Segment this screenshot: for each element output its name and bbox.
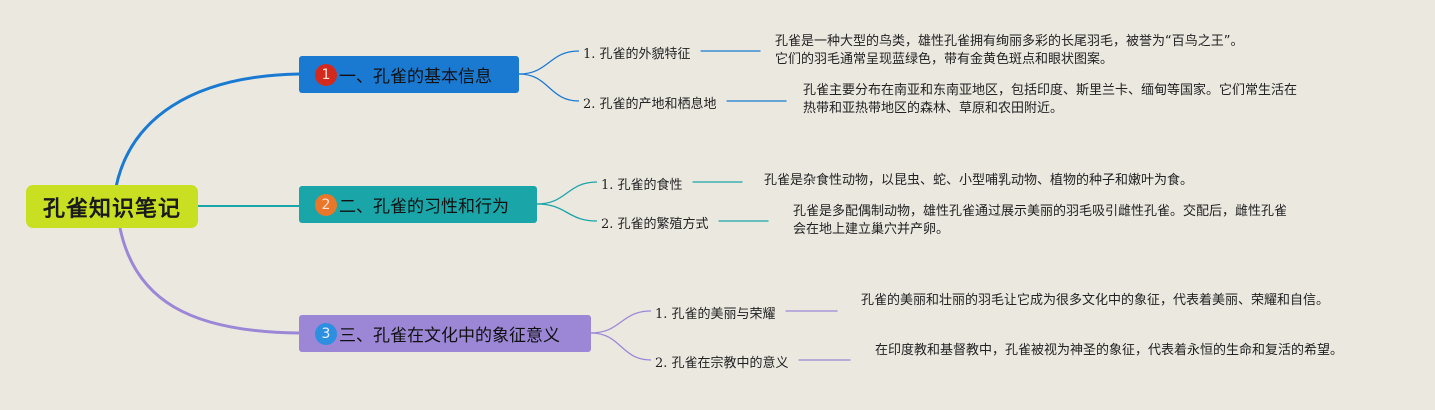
- topic-number-badge: 1: [315, 63, 337, 86]
- connector-topic-subtopic: [590, 310, 652, 334]
- subtopic-religion[interactable]: 2. 孔雀在宗教中的意义: [655, 356, 789, 371]
- subtopic-diet[interactable]: 1. 孔雀的食性: [601, 178, 683, 193]
- topic-label: 二、孔雀的习性和行为: [339, 197, 509, 217]
- description-religion: 在印度教和基督教中，孔雀被视为神圣的象征，代表着永恒的生命和复活的希望。: [875, 343, 1344, 358]
- topic-number-badge: 3: [315, 322, 337, 345]
- subtopic-habitat[interactable]: 2. 孔雀的产地和栖息地: [583, 97, 717, 112]
- topic-habits-behavior[interactable]: 2 二、孔雀的习性和行为: [299, 186, 537, 223]
- topic-basic-info[interactable]: 1 一、孔雀的基本信息: [299, 56, 519, 93]
- subtopic-appearance[interactable]: 1. 孔雀的外貌特征: [583, 47, 691, 62]
- connector-topic-subtopic: [518, 73, 580, 102]
- description-habitat: 孔雀主要分布在南亚和东南亚地区，包括印度、斯里兰卡、缅甸等国家。它们常生活在热带…: [803, 83, 1298, 116]
- connector-root-topic-3: [118, 227, 300, 335]
- description-appearance: 孔雀是一种大型的鸟类，雄性孔雀拥有绚丽多彩的长尾羽毛，被誉为“百鸟之王”。它们的…: [775, 34, 1244, 67]
- topic-label: 三、孔雀在文化中的象征意义: [339, 326, 560, 346]
- connector-topic-subtopic: [536, 203, 598, 222]
- description-beauty-glory: 孔雀的美丽和壮丽的羽毛让它成为很多文化中的象征，代表着美丽、荣耀和自信。: [861, 293, 1330, 308]
- connector-root-topic-1: [114, 72, 300, 188]
- description-diet: 孔雀是杂食性动物，以昆虫、蛇、小型哺乳动物、植物的种子和嫩叶为食。: [764, 173, 1194, 188]
- topic-cultural-symbolism[interactable]: 3 三、孔雀在文化中的象征意义: [299, 315, 591, 352]
- connector-topic-subtopic: [590, 332, 652, 361]
- topic-number-badge: 2: [315, 193, 337, 216]
- description-reproduction: 孔雀是多配偶制动物，雄性孔雀通过展示美丽的羽毛吸引雌性孔雀。交配后，雌性孔雀会在…: [793, 204, 1288, 237]
- connector-topic-subtopic: [518, 50, 580, 75]
- topic-label: 一、孔雀的基本信息: [339, 67, 492, 87]
- subtopic-beauty-glory[interactable]: 1. 孔雀的美丽与荣耀: [655, 307, 776, 322]
- root-topic[interactable]: 孔雀知识笔记: [26, 185, 198, 228]
- subtopic-reproduction[interactable]: 2. 孔雀的繁殖方式: [601, 217, 709, 232]
- connector-topic-subtopic: [536, 181, 598, 205]
